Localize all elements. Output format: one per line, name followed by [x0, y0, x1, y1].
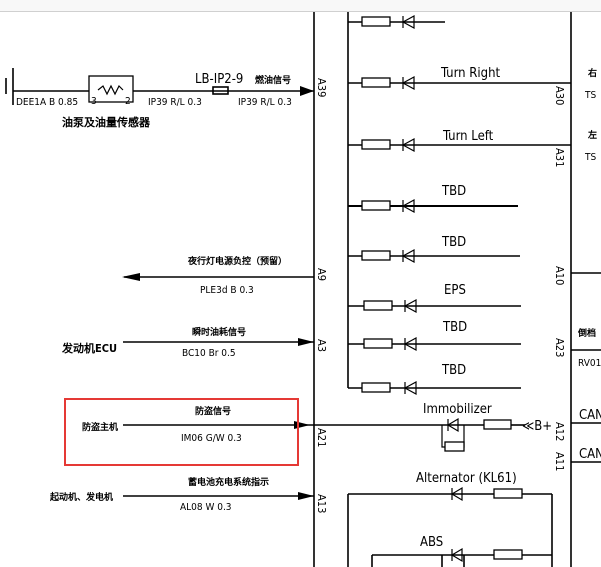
diagram-label: LB-IP2-9: [195, 72, 243, 87]
immobilizer-indicator: Immobilizer ≪B+: [314, 402, 552, 452]
diagram-label: CAN: [579, 447, 601, 462]
diagram-label: TBD: [441, 184, 466, 199]
toolbar-strip: [0, 0, 601, 12]
resistor-symbol: [361, 16, 391, 27]
fuel-sensor-symbol: [88, 75, 134, 103]
diagram-label: 右: [587, 67, 597, 79]
diagram-label: TBD: [442, 320, 467, 335]
alternator-signal-circuit: 起动机、发电机 蓄电池充电系统指示 AL08 W 0.3: [49, 476, 314, 513]
diagram-label: RV01: [578, 358, 601, 369]
diagram-label: Alternator (KL61): [416, 471, 517, 486]
diagram-label: DEE1A B 0.85: [16, 97, 78, 108]
fuel-sensor-circuit: DEE1A B 0.85 3 2 IP39 R/L 0.3 LB-IP2-9 燃…: [5, 68, 314, 129]
ecu-circuit: 发动机ECU 瞬时油耗信号 BC10 Br 0.5: [61, 326, 314, 359]
led-icon: [450, 547, 463, 563]
led-icon: [401, 137, 415, 153]
led-icon: [401, 14, 415, 30]
led-icon: [403, 336, 417, 352]
indicator-row: EPS: [348, 283, 521, 314]
diagram-label: 油泵及油量传感器: [62, 115, 151, 129]
diagram-label: 燃油信号: [255, 74, 291, 86]
diagram-label: TS: [584, 152, 596, 163]
indicator-row: TBD: [348, 184, 518, 214]
wire: [97, 84, 124, 96]
indicator-row: TBD: [348, 363, 521, 396]
inline-connector-symbol: [212, 86, 229, 95]
diagram-label: A9: [315, 268, 328, 281]
led-icon: [450, 486, 463, 502]
resistor-symbol: [361, 77, 391, 88]
diagram-label: IM06 G/W 0.3: [181, 433, 242, 444]
diagram-label: 夜行灯电源负控（预留）: [187, 255, 287, 267]
diagram-label: 左: [587, 129, 597, 141]
indicator-row: [348, 14, 445, 30]
diagram-label: BC10 Br 0.5: [182, 348, 236, 359]
diagram-label: A12: [553, 422, 566, 441]
led-icon: [446, 417, 459, 433]
resistor-symbol: [483, 419, 512, 430]
diagram-label: Turn Left: [442, 129, 494, 144]
diagram-label: Immobilizer: [423, 402, 492, 417]
diagram-label: A31: [553, 148, 566, 167]
diagram-label: 起动机、发电机: [49, 491, 113, 503]
resistor-symbol: [361, 139, 391, 150]
resistor-symbol: [363, 338, 393, 349]
arrow-icon: [300, 86, 314, 96]
diagram-label: 2: [125, 96, 131, 107]
diagram-label: TBD: [441, 363, 466, 378]
night-light-circuit: 夜行灯电源负控（预留） PLE3d B 0.3: [122, 255, 314, 296]
diagram-label: IP39 R/L 0.3: [148, 97, 202, 108]
diagram-label: IP39 R/L 0.3: [238, 97, 292, 108]
led-icon: [401, 198, 415, 214]
diagram-label: EPS: [444, 283, 466, 298]
resistor-symbol: [363, 300, 393, 311]
indicator-row: Turn Right: [348, 66, 571, 91]
diagram-label: 倒档: [577, 327, 596, 339]
diagram-label: Turn Right: [440, 66, 501, 81]
arrow-left-icon: [122, 273, 140, 281]
diagram-label: AL08 W 0.3: [180, 502, 232, 513]
diagram-label: 发动机ECU: [61, 341, 117, 355]
indicator-row: TBD: [348, 320, 521, 352]
diagram-label: A10: [553, 266, 566, 285]
abs-indicator: ABS: [371, 535, 552, 567]
diagram-label: A11: [553, 452, 566, 471]
resistor-symbol: [361, 200, 391, 211]
diagram-label: PLE3d B 0.3: [200, 285, 254, 296]
diagram-label: CAN: [579, 408, 601, 423]
resistor-symbol: [444, 441, 465, 452]
diagram-label: A3: [315, 339, 328, 352]
led-icon: [401, 248, 415, 264]
led-icon: [403, 380, 417, 396]
diagram-label: A39: [315, 78, 328, 97]
diagram-label: ABS: [420, 535, 443, 550]
diagram-label: A21: [315, 428, 328, 447]
diagram-label: A13: [315, 494, 328, 513]
diagram-label: 防盗信号: [195, 405, 231, 417]
resistor-symbol: [361, 382, 391, 393]
led-icon: [403, 298, 417, 314]
diagram-label: TBD: [441, 235, 466, 250]
diagram-label: TS: [584, 90, 596, 101]
arrow-icon: [294, 421, 310, 429]
diagram-label: 蓄电池充电系统指示: [188, 476, 269, 488]
indicator-row: Turn Left: [348, 129, 571, 153]
indicator-row: TBD: [348, 235, 520, 264]
resistor-symbol: [361, 250, 391, 261]
arrow-icon: [298, 492, 314, 500]
diagram-label: 3: [91, 96, 97, 107]
diagram-label: A30: [553, 86, 566, 105]
diagram-label: ≪B+: [522, 419, 552, 434]
resistor-symbol: [493, 549, 523, 560]
diagram-label: 瞬时油耗信号: [192, 326, 246, 338]
resistor-symbol: [493, 488, 523, 499]
diagram-label: 防盗主机: [82, 421, 118, 433]
arrow-icon: [298, 338, 314, 346]
immobilizer-circuit: 防盗主机 防盗信号 IM06 G/W 0.3: [82, 405, 314, 444]
led-icon: [401, 75, 415, 91]
highlight-box: [64, 398, 299, 466]
diagram-label: A23: [553, 338, 566, 357]
